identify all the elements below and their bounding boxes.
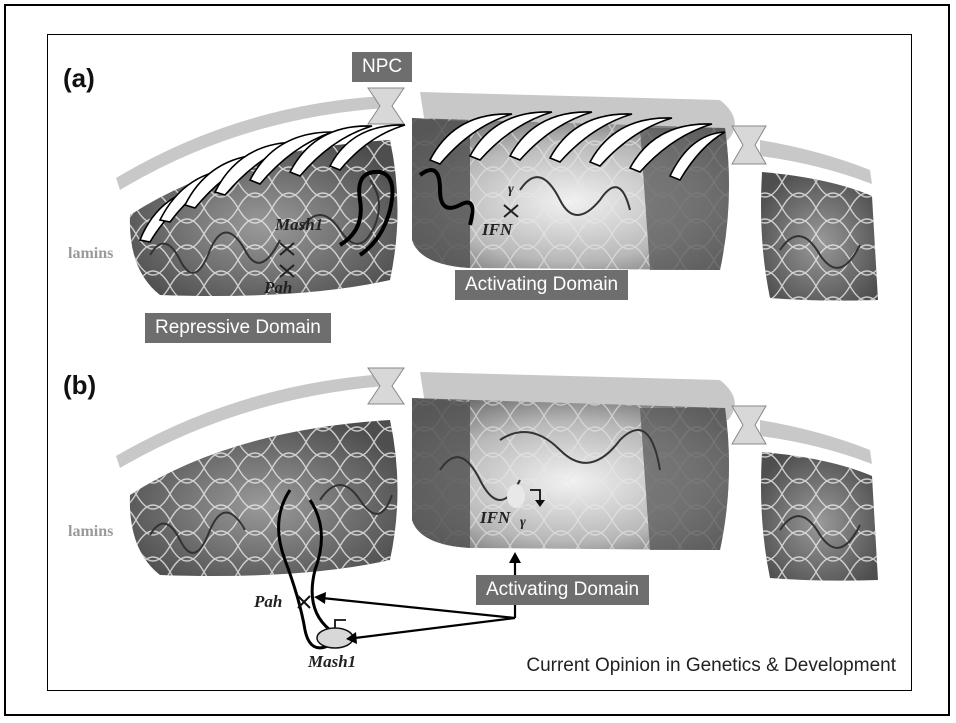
- panel-b-activating-domain-tag: Activating Domain: [476, 575, 649, 605]
- panel-b-ifn-label: IFN: [480, 508, 510, 528]
- panel-b-ifn-gamma: γ: [520, 515, 526, 531]
- panel-b-label: (b): [63, 370, 96, 401]
- panel-a-diagram: [116, 88, 878, 301]
- panel-b-lamins-label: lamins: [68, 523, 113, 541]
- panel-a-repressive-domain-tag: Repressive Domain: [145, 313, 331, 343]
- panel-a-mash1-label: Mash1: [275, 215, 323, 235]
- panel-a-ifn-label: IFN: [482, 220, 512, 240]
- panel-a-ifn-gamma: γ: [508, 182, 514, 198]
- panel-a-pah-label: Pah: [264, 278, 292, 298]
- panel-b-pah-label: Pah: [254, 592, 282, 612]
- panel-a-lamins-label: lamins: [68, 245, 113, 263]
- panel-a-label: (a): [63, 63, 95, 94]
- npc-tag: NPC: [352, 52, 412, 82]
- panel-b-ifn-promoter: [507, 484, 525, 508]
- panel-b-mash1-label: Mash1: [308, 652, 356, 672]
- panel-a-activating-domain-tag: Activating Domain: [455, 270, 628, 300]
- source-caption: Current Opinion in Genetics & Developmen…: [526, 655, 896, 677]
